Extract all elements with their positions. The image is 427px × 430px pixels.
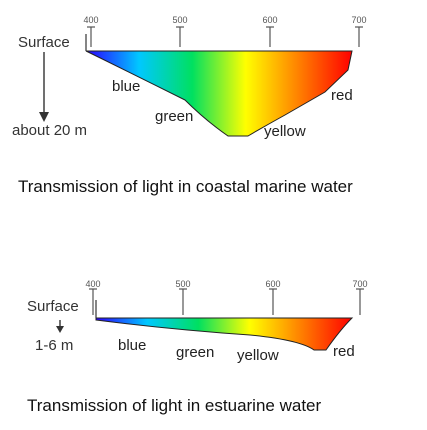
estuarine-scale — [89, 288, 364, 315]
estuarine-panel: 400 500 600 700 Surface 1-6 m blue green… — [27, 279, 368, 415]
coastal-tick-label-400: 400 — [83, 15, 98, 25]
coastal-label-green: green — [155, 108, 193, 125]
coastal-depth-arrow — [39, 52, 49, 122]
estuarine-tick-label-500: 500 — [175, 279, 190, 289]
coastal-tick-label-700: 700 — [351, 15, 366, 25]
estuarine-label-red: red — [333, 343, 355, 360]
coastal-scale — [87, 26, 363, 47]
estuarine-tick-label-600: 600 — [265, 279, 280, 289]
coastal-label-yellow: yellow — [264, 123, 306, 140]
coastal-depth-label: about 20 m — [12, 122, 87, 139]
coastal-label-blue: blue — [112, 78, 140, 95]
estuarine-tick-label-400: 400 — [85, 279, 100, 289]
estuarine-label-yellow: yellow — [237, 347, 279, 364]
coastal-tick-label-600: 600 — [262, 15, 277, 25]
estuarine-tick-label-700: 700 — [352, 279, 367, 289]
coastal-panel: 400 500 600 700 Surface about 20 m blue … — [12, 15, 367, 196]
coastal-label-red: red — [331, 87, 353, 104]
estuarine-label-blue: blue — [118, 337, 146, 354]
coastal-tick-label-500: 500 — [172, 15, 187, 25]
coastal-caption: Transmission of light in coastal marine … — [18, 177, 353, 196]
estuarine-surface-label: Surface — [27, 298, 79, 315]
estuarine-spectrum-wedge — [95, 317, 354, 351]
estuarine-caption: Transmission of light in estuarine water — [27, 396, 322, 415]
estuarine-depth-arrow — [56, 320, 64, 333]
coastal-spectrum-wedge — [85, 50, 353, 137]
estuarine-label-green: green — [176, 344, 214, 361]
coastal-surface-label: Surface — [18, 34, 70, 51]
estuarine-depth-label: 1-6 m — [35, 337, 73, 354]
